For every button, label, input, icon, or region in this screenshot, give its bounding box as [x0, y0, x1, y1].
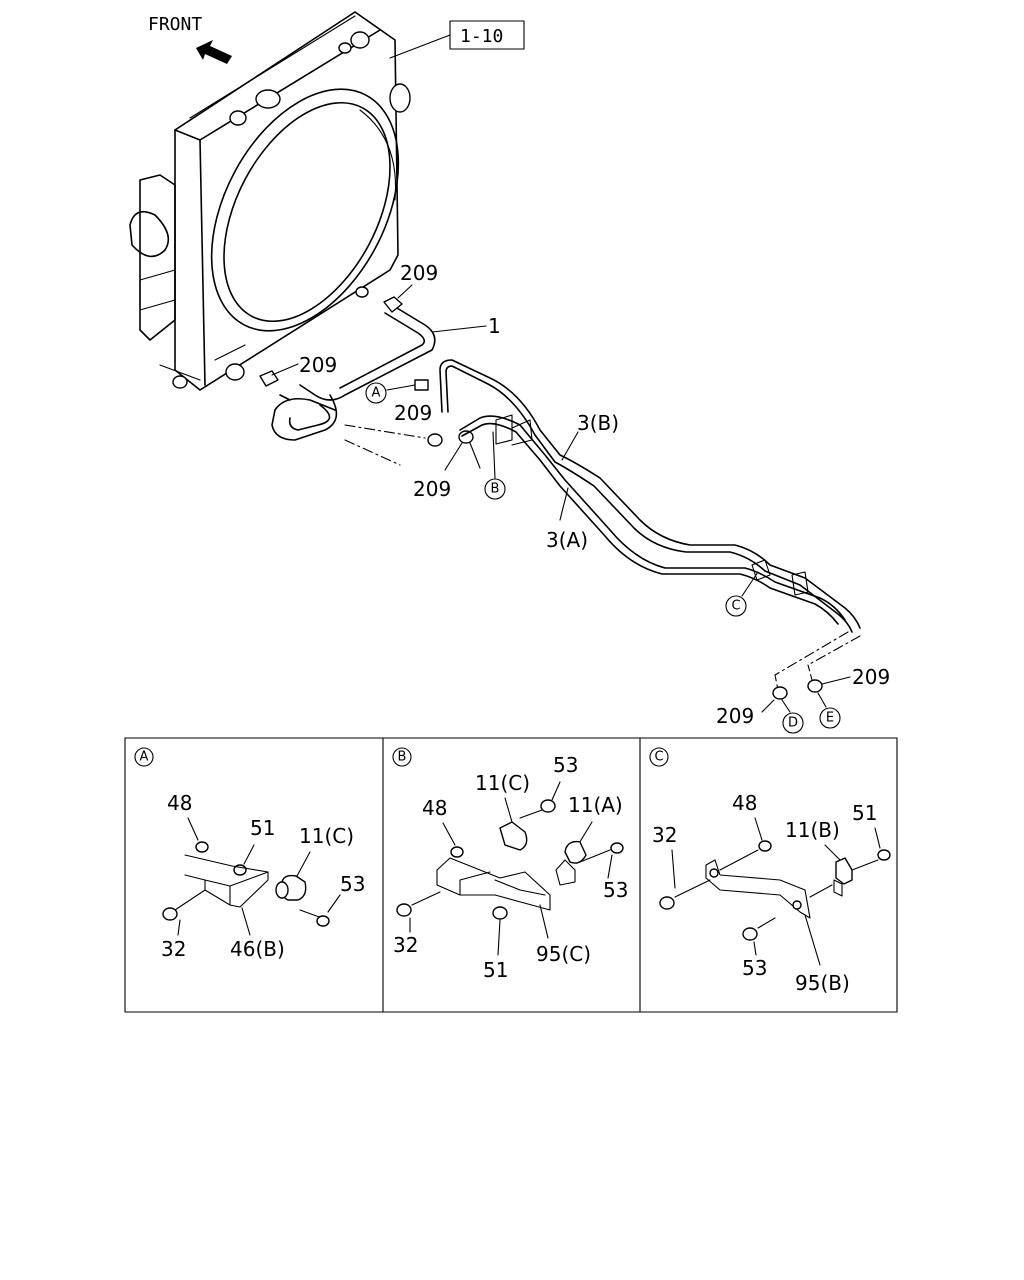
callout-95b: 95(B)	[795, 971, 850, 995]
callout-53: 53	[340, 872, 365, 896]
guide-line	[344, 424, 426, 439]
leader-line	[561, 431, 579, 461]
callout-209: 209	[400, 261, 438, 285]
reference-box: 1-10	[449, 20, 525, 50]
oil-cooler-hose-1	[271, 304, 436, 441]
leader-line	[559, 487, 569, 521]
callout-32: 32	[161, 937, 186, 961]
circle-b-label: B	[491, 482, 500, 497]
callout-209: 209	[299, 353, 337, 377]
callout-51: 51	[483, 958, 508, 982]
clip-209: 209	[394, 401, 443, 447]
detail-panel-a: A 48 51 11(C) 53 32 46(B)	[134, 747, 365, 961]
callout-11a: 11(A)	[568, 793, 623, 817]
circle-a-label: A	[372, 386, 381, 401]
guide-line	[344, 439, 401, 466]
radiator-assembly	[129, 11, 411, 391]
guide-line	[807, 664, 813, 681]
callout-32: 32	[393, 933, 418, 957]
clip-209: 209	[259, 353, 337, 387]
reference-box-label: 1-10	[460, 26, 503, 47]
guide-line	[774, 631, 849, 676]
guide-line	[807, 635, 861, 666]
detail-panel-b: B 11(C) 53 48 11(A) 53 32 51 95(C)	[392, 747, 628, 982]
callout-209: 209	[716, 704, 754, 728]
oil-cooler-pipes	[439, 359, 861, 633]
callout-209: 209	[852, 665, 890, 689]
panel-b-marker: B	[398, 750, 407, 765]
detail-marker-c: C	[725, 571, 759, 617]
callout-95c: 95(C)	[536, 942, 591, 966]
callout-53: 53	[553, 753, 578, 777]
callout-48: 48	[167, 791, 192, 815]
circle-d-label: D	[788, 716, 798, 731]
leader-line	[431, 325, 487, 333]
callout-53: 53	[742, 956, 767, 980]
detail-panel-c: C 48 32 11(B) 51 53 95(B)	[649, 747, 891, 995]
panel-a-marker: A	[140, 750, 149, 765]
callout-46b: 46(B)	[230, 937, 285, 961]
callout-32: 32	[652, 823, 677, 847]
callout-209: 209	[413, 477, 451, 501]
callout-11c: 11(C)	[299, 824, 354, 848]
detail-marker-a: A	[365, 379, 429, 404]
callout-51: 51	[852, 801, 877, 825]
circle-c-label: C	[731, 599, 740, 614]
callout-209: 209	[394, 401, 432, 425]
detail-marker-b: B	[484, 431, 506, 500]
clip-209: 209	[383, 261, 438, 313]
clip-209: 209	[413, 430, 481, 501]
callout-11c: 11(C)	[475, 771, 530, 795]
callout-53: 53	[603, 878, 628, 902]
clip-209: 209 E	[807, 665, 890, 729]
clip-209: 209 D	[716, 686, 804, 734]
leader-line	[389, 34, 451, 59]
callout-11b: 11(B)	[785, 818, 840, 842]
callout-48: 48	[732, 791, 757, 815]
callout-48: 48	[422, 796, 447, 820]
callout-3a: 3(A)	[546, 528, 588, 552]
front-label: FRONT	[148, 14, 202, 35]
callout-1: 1	[488, 314, 501, 338]
callout-3b: 3(B)	[577, 411, 619, 435]
circle-e-label: E	[826, 711, 834, 726]
callout-51: 51	[250, 816, 275, 840]
panel-c-marker: C	[654, 750, 663, 765]
detail-panels	[124, 737, 898, 1013]
front-arrow-icon	[196, 40, 232, 64]
